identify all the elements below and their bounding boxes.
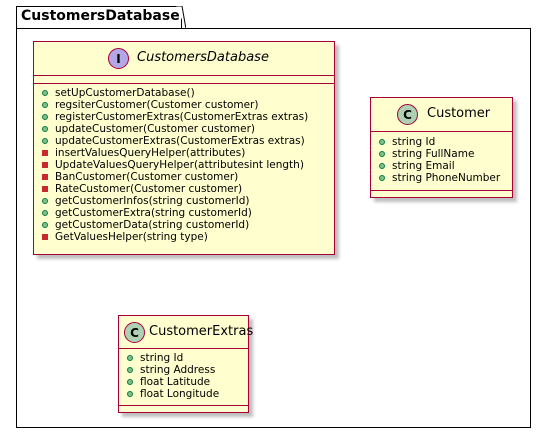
method-row: registerCustomerExtras(CustomerExtras ex… [34,111,334,123]
field-row: string Id [371,136,512,148]
method-row: regsiterCustomer(Customer customer) [34,99,334,111]
public-visibility-icon [127,379,133,385]
public-visibility-icon [42,138,48,144]
method-text: regsiterCustomer(Customer customer) [55,99,259,111]
public-visibility-icon [379,139,385,145]
interface-stereotype-icon: I [108,48,129,69]
class-name: CustomersDatabase [137,50,269,65]
class-header: I CustomersDatabase [34,42,334,76]
field-row: float Longitude [119,388,248,400]
private-visibility-icon [42,174,48,180]
private-visibility-icon [42,150,48,156]
field-row: string Email [371,160,512,172]
field-text: string Email [392,160,455,172]
method-row: GetValuesHelper(string type) [34,231,334,243]
method-text: getCustomerExtra(string customerId) [55,207,252,219]
method-row: setUpCustomerDatabase() [34,87,334,99]
package-tab-corner [176,6,186,29]
method-text: RateCustomer(Customer customer) [55,183,243,195]
class-stereotype-icon: C [124,322,145,343]
method-row: updateCustomerExtras(CustomerExtras extr… [34,135,334,147]
field-row: string Address [119,364,248,376]
methods-compartment: setUpCustomerDatabase()regsiterCustomer(… [34,84,334,243]
public-visibility-icon [42,222,48,228]
method-row: UpdateValuesQueryHelper(attributesint le… [34,159,334,171]
public-visibility-icon [42,126,48,132]
field-text: string FullName [392,148,475,160]
field-row: float Latitude [119,376,248,388]
class-stereotype-icon: C [397,104,418,125]
method-text: insertValuesQueryHelper(attributes) [55,147,246,159]
public-visibility-icon [42,198,48,204]
field-text: float Latitude [140,376,211,388]
public-visibility-icon [379,175,385,181]
method-text: registerCustomerExtras(CustomerExtras ex… [55,111,309,123]
public-visibility-icon [127,391,133,397]
fields-compartment [34,76,334,84]
methods-compartment [371,190,512,191]
public-visibility-icon [379,151,385,157]
method-text: getCustomerInfos(string customerId) [55,195,250,207]
methods-compartment [119,405,248,406]
method-text: BanCustomer(Customer customer) [55,171,239,183]
public-visibility-icon [42,102,48,108]
field-text: string PhoneNumber [392,172,501,184]
class-header: C CustomerExtras [119,316,253,349]
package-title: CustomersDatabase [21,8,180,24]
field-text: string Id [392,136,436,148]
private-visibility-icon [42,162,48,168]
field-row: string Id [119,352,248,364]
method-row: insertValuesQueryHelper(attributes) [34,147,334,159]
method-row: RateCustomer(Customer customer) [34,183,334,195]
method-text: updateCustomerExtras(CustomerExtras extr… [55,135,305,147]
public-visibility-icon [127,367,133,373]
method-row: updateCustomer(Customer customer) [34,123,334,135]
private-visibility-icon [42,186,48,192]
method-text: setUpCustomerDatabase() [55,87,195,99]
field-text: string Id [140,352,184,364]
method-text: UpdateValuesQueryHelper(attributesint le… [55,159,304,171]
field-text: float Longitude [140,388,220,400]
method-row: getCustomerExtra(string customerId) [34,207,334,219]
method-row: BanCustomer(Customer customer) [34,171,334,183]
class-customers-database[interactable]: I CustomersDatabase setUpCustomerDatabas… [33,41,335,255]
method-row: getCustomerData(string customerId) [34,219,334,231]
field-row: string PhoneNumber [371,172,512,184]
class-header: C Customer [371,98,512,132]
public-visibility-icon [42,210,48,216]
public-visibility-icon [379,163,385,169]
class-name: CustomerExtras [149,324,254,339]
class-name: Customer [427,106,491,121]
field-row: string FullName [371,148,512,160]
method-text: GetValuesHelper(string type) [55,231,208,243]
field-text: string Address [140,364,216,376]
public-visibility-icon [127,355,133,361]
method-text: getCustomerData(string customerId) [55,219,250,231]
public-visibility-icon [42,114,48,120]
private-visibility-icon [42,234,48,240]
public-visibility-icon [42,90,48,96]
method-row: getCustomerInfos(string customerId) [34,195,334,207]
method-text: updateCustomer(Customer customer) [55,123,255,135]
